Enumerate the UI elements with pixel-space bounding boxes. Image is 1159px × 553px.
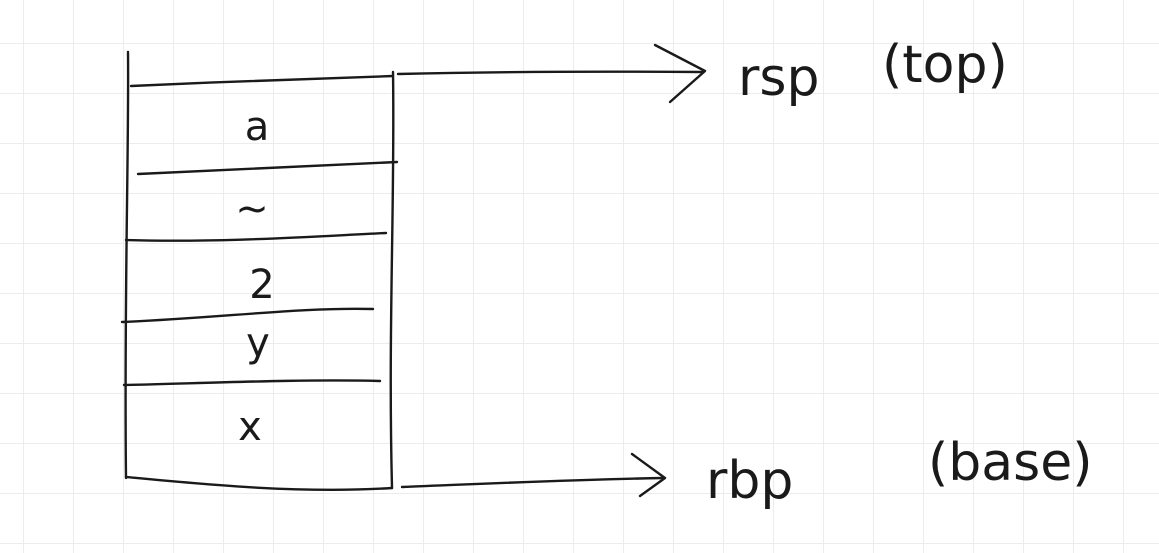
top-register-label: rsp bbox=[738, 48, 819, 108]
slot-value-y: y bbox=[246, 320, 270, 366]
base-register-label: rbp bbox=[706, 451, 793, 511]
slot-divider bbox=[136, 160, 399, 176]
stack-bottom-edge bbox=[124, 475, 394, 492]
slot-divider-top bbox=[129, 74, 395, 88]
top-pointer-arrow-shaft bbox=[396, 70, 704, 76]
slot-value-x: x bbox=[238, 404, 262, 450]
slot-divider bbox=[120, 307, 375, 324]
slot-divider bbox=[122, 379, 382, 387]
slot-value-2: 2 bbox=[249, 262, 274, 308]
slot-value-tilde: ~ bbox=[235, 186, 269, 232]
slot-value-a: a bbox=[245, 104, 270, 150]
base-pointer-arrow-shaft bbox=[400, 476, 665, 489]
base-register-note: (base) bbox=[928, 433, 1093, 493]
base-pointer-arrowhead bbox=[630, 452, 667, 498]
top-register-note: (top) bbox=[882, 35, 1008, 95]
top-pointer-arrowhead bbox=[653, 43, 707, 104]
stack-left-wall bbox=[124, 50, 130, 480]
slot-divider bbox=[124, 231, 388, 242]
stack-right-wall bbox=[389, 70, 395, 490]
